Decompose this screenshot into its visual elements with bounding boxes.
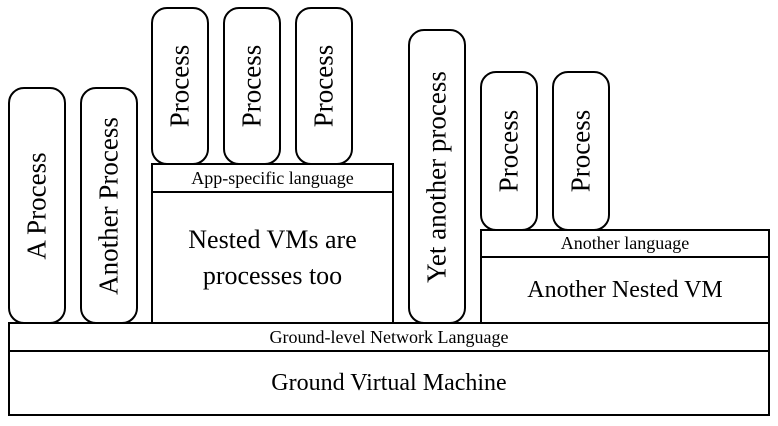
nested-vm-1: Nested VMs are processes too xyxy=(151,191,394,324)
another-process-label: Another Process xyxy=(93,116,124,295)
ground-vm-label: Ground Virtual Machine xyxy=(271,369,507,396)
ground-language-label: Ground-level Network Language xyxy=(269,326,509,347)
nested-vm-1-label: Nested VMs are processes too xyxy=(188,225,357,290)
yet-another-process: Yet another process xyxy=(408,29,466,324)
nested2-process-2: Process xyxy=(552,71,610,231)
app-specific-language: App-specific language xyxy=(151,163,394,193)
another-language: Another language xyxy=(480,229,770,258)
a-process: A Process xyxy=(8,87,66,324)
ground-network-language: Ground-level Network Language xyxy=(8,322,770,352)
nested2-process-1-label: Process xyxy=(493,109,524,193)
ground-virtual-machine: Ground Virtual Machine xyxy=(8,350,770,416)
yet-another-process-label: Yet another process xyxy=(421,70,452,283)
nested-vm-2: Another Nested VM xyxy=(480,256,770,324)
app-process-3: Process xyxy=(295,7,353,165)
nested-vm-2-label: Another Nested VM xyxy=(527,276,723,303)
app-process-2: Process xyxy=(223,7,281,165)
another-process: Another Process xyxy=(80,87,138,324)
app-process-1-label: Process xyxy=(164,44,195,128)
nested2-process-2-label: Process xyxy=(565,109,596,193)
app-process-1: Process xyxy=(151,7,209,165)
a-process-label: A Process xyxy=(21,151,52,260)
another-language-label: Another language xyxy=(560,233,690,253)
app-language-label: App-specific language xyxy=(191,167,354,188)
nested2-process-1: Process xyxy=(480,71,538,231)
app-process-3-label: Process xyxy=(308,44,339,128)
app-process-2-label: Process xyxy=(236,44,267,128)
